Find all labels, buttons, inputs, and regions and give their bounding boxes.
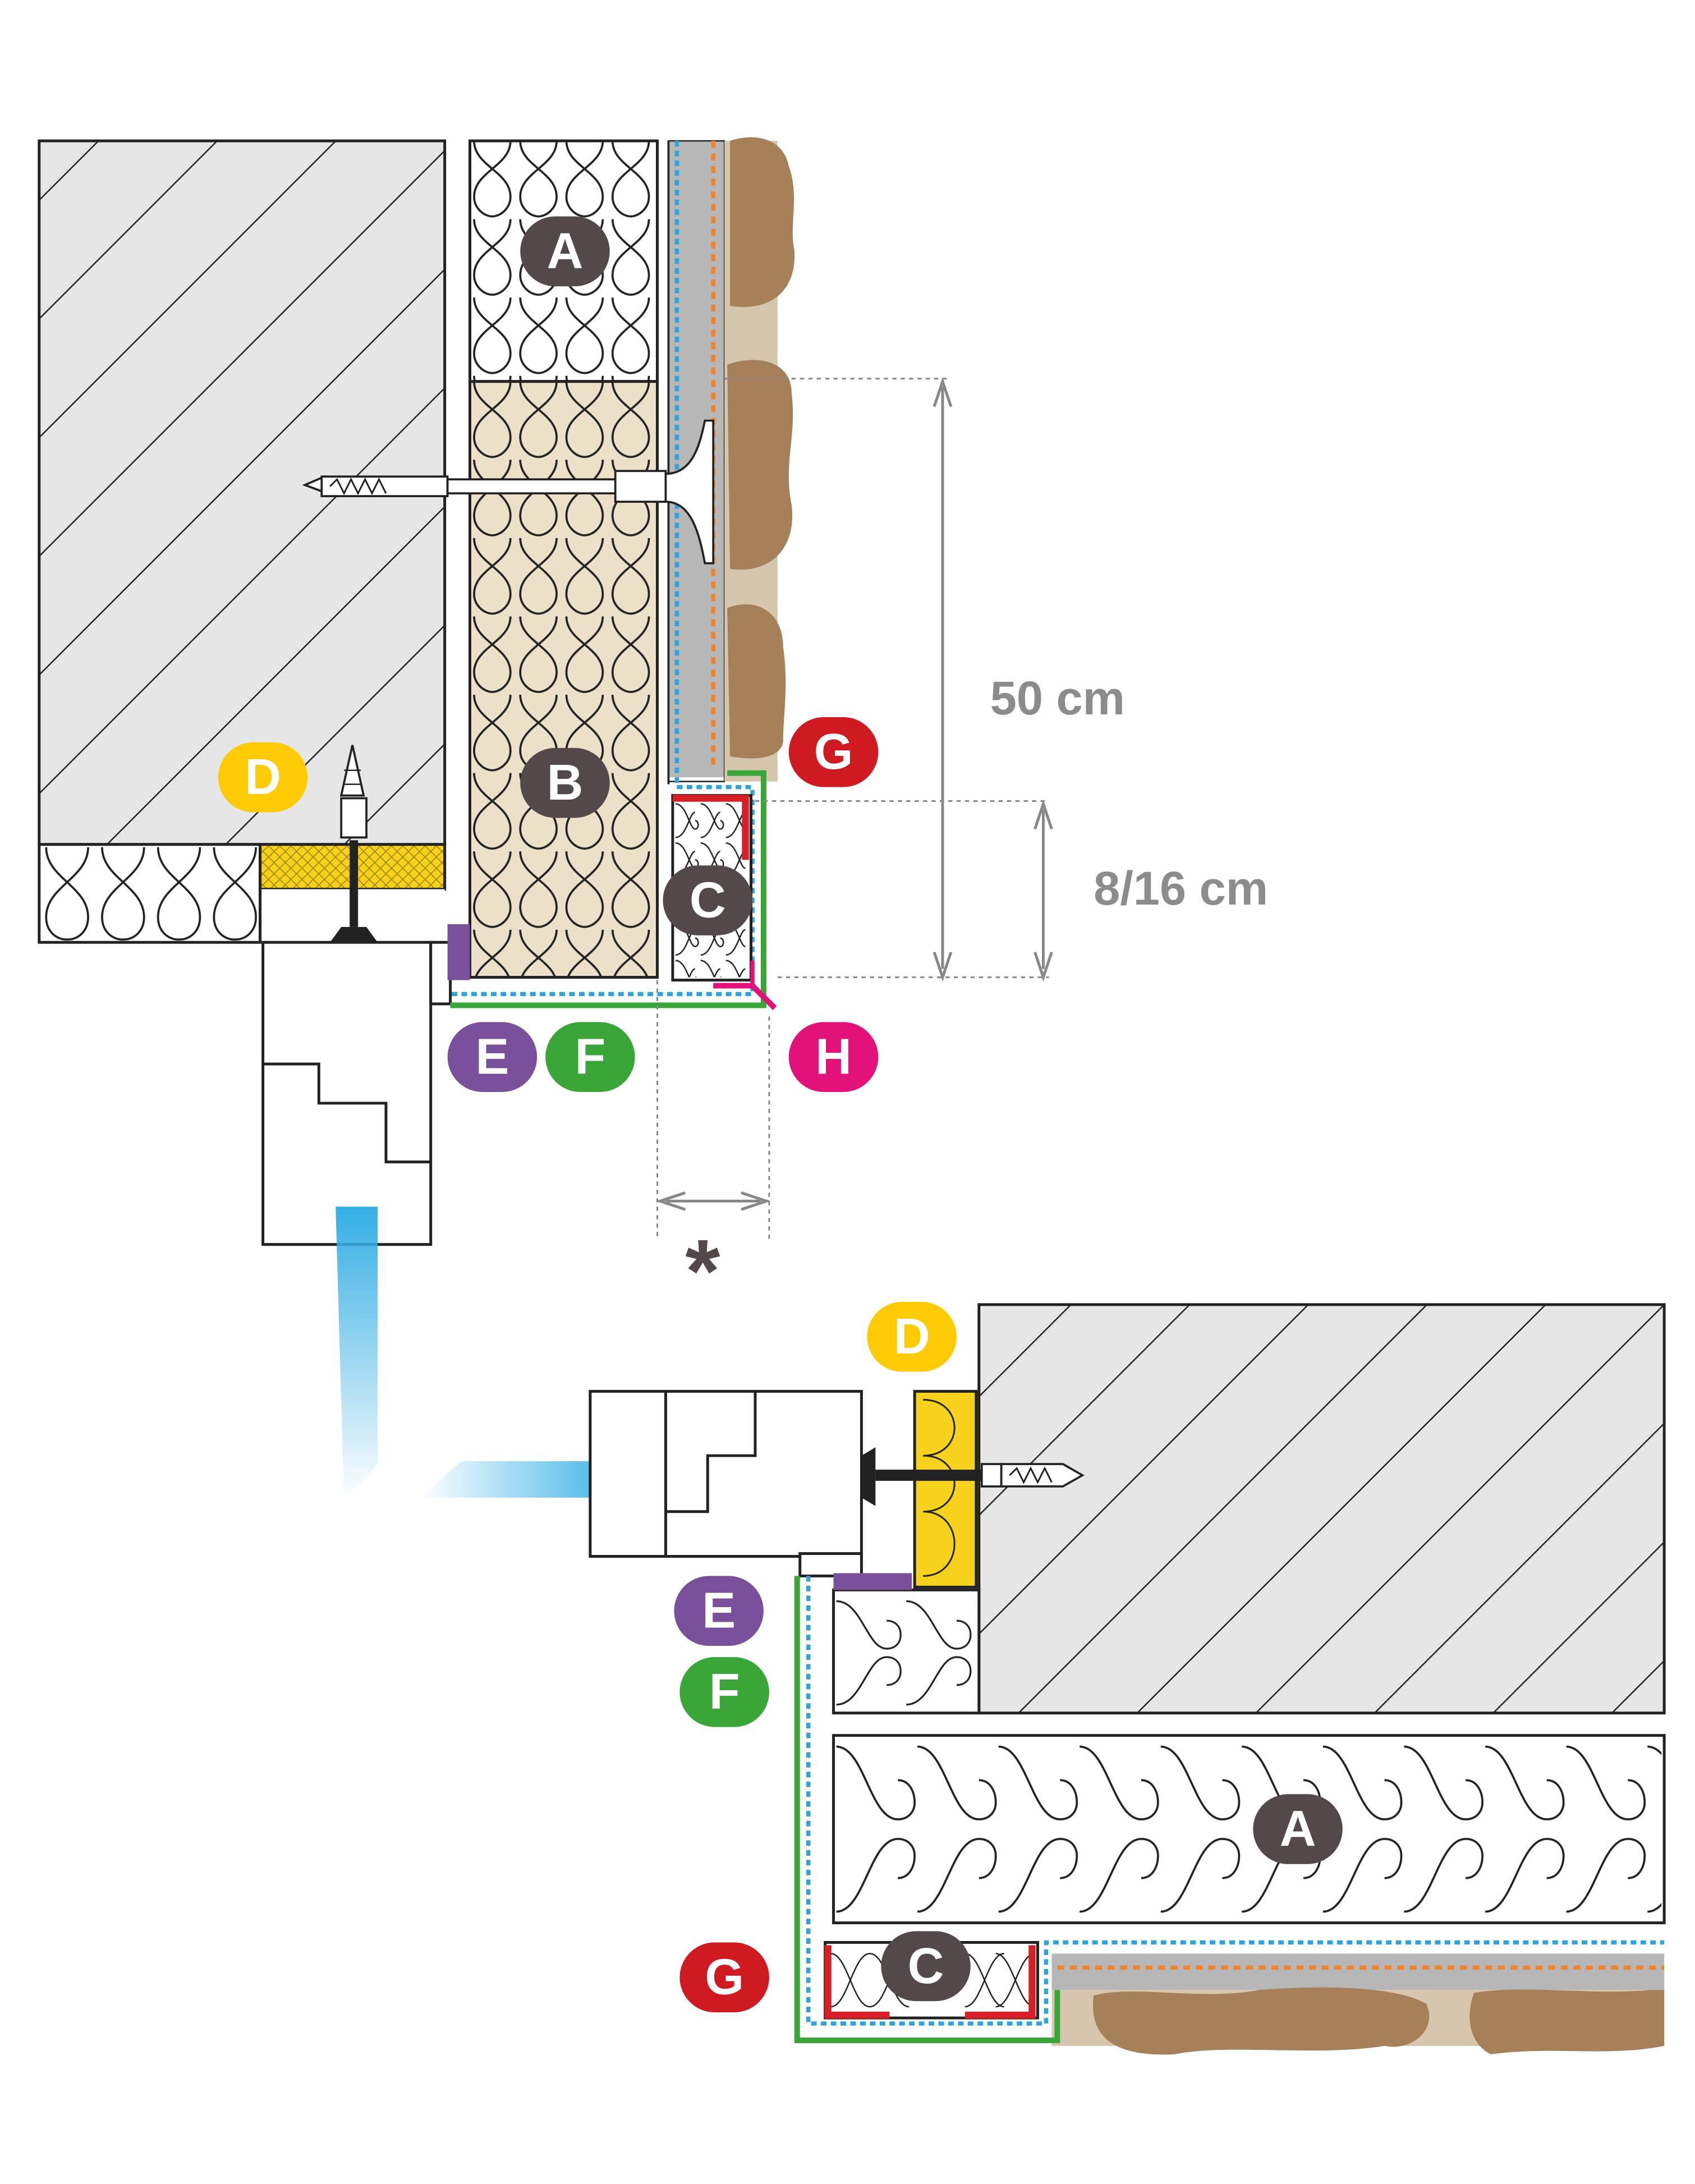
window-frame-bottom	[589, 1389, 1085, 1577]
badge-a-bottom: A	[1253, 1794, 1343, 1864]
badge-c-bottom: C	[881, 1931, 971, 2002]
foam-seal-bottom	[913, 1389, 978, 1589]
rotation-indicator	[336, 1206, 632, 1501]
badge-d-bottom: D	[867, 1301, 957, 1372]
membrane-green-top	[450, 770, 766, 1008]
badge-b: B	[520, 747, 610, 818]
svg-text:F: F	[709, 1664, 740, 1720]
masonry-wall-bottom	[977, 1303, 1666, 1715]
svg-text:E: E	[475, 1029, 509, 1085]
svg-text:A: A	[1280, 1801, 1316, 1857]
badge-e-bottom: E	[674, 1576, 764, 1646]
badge-e-top: E	[447, 1022, 538, 1092]
seal-e-bottom	[833, 1573, 912, 1590]
membrane-green-bottom	[794, 1576, 1060, 2043]
svg-text:B: B	[547, 755, 584, 811]
asterisk-note: *	[685, 1221, 720, 1321]
badge-h: H	[788, 1022, 879, 1092]
dimension-8-16cm-label: 8/16 cm	[1094, 861, 1268, 915]
insulation-anchor-top	[302, 419, 715, 565]
stone-cladding-bottom	[1051, 1987, 1665, 2055]
svg-text:G: G	[814, 724, 853, 780]
seal-e-top	[447, 924, 470, 980]
badge-c-top: C	[663, 865, 753, 935]
svg-text:D: D	[894, 1309, 930, 1365]
stone-cladding-top	[724, 137, 795, 782]
svg-text:C: C	[908, 1938, 944, 1994]
badge-a-top: A	[520, 216, 610, 287]
svg-text:F: F	[575, 1029, 605, 1085]
render-layer-bottom	[1051, 1953, 1665, 1990]
dimension-lines	[655, 377, 1053, 1239]
badge-f-top: F	[545, 1022, 635, 1092]
svg-text:E: E	[702, 1583, 736, 1639]
dimension-50cm-label: 50 cm	[990, 671, 1125, 724]
membrane-blue-top	[450, 141, 755, 997]
badge-d-top: D	[218, 742, 308, 813]
svg-text:A: A	[547, 223, 584, 279]
badge-g-bottom: G	[679, 1942, 769, 2013]
window-frame-top	[261, 745, 452, 1246]
membrane-blue-bottom	[806, 1576, 1665, 2026]
svg-text:H: H	[815, 1029, 852, 1085]
svg-text:G: G	[705, 1949, 744, 2006]
badge-f-bottom: F	[679, 1657, 769, 1727]
svg-text:D: D	[245, 749, 281, 805]
badge-g-top: G	[788, 717, 879, 787]
svg-text:C: C	[690, 872, 726, 928]
